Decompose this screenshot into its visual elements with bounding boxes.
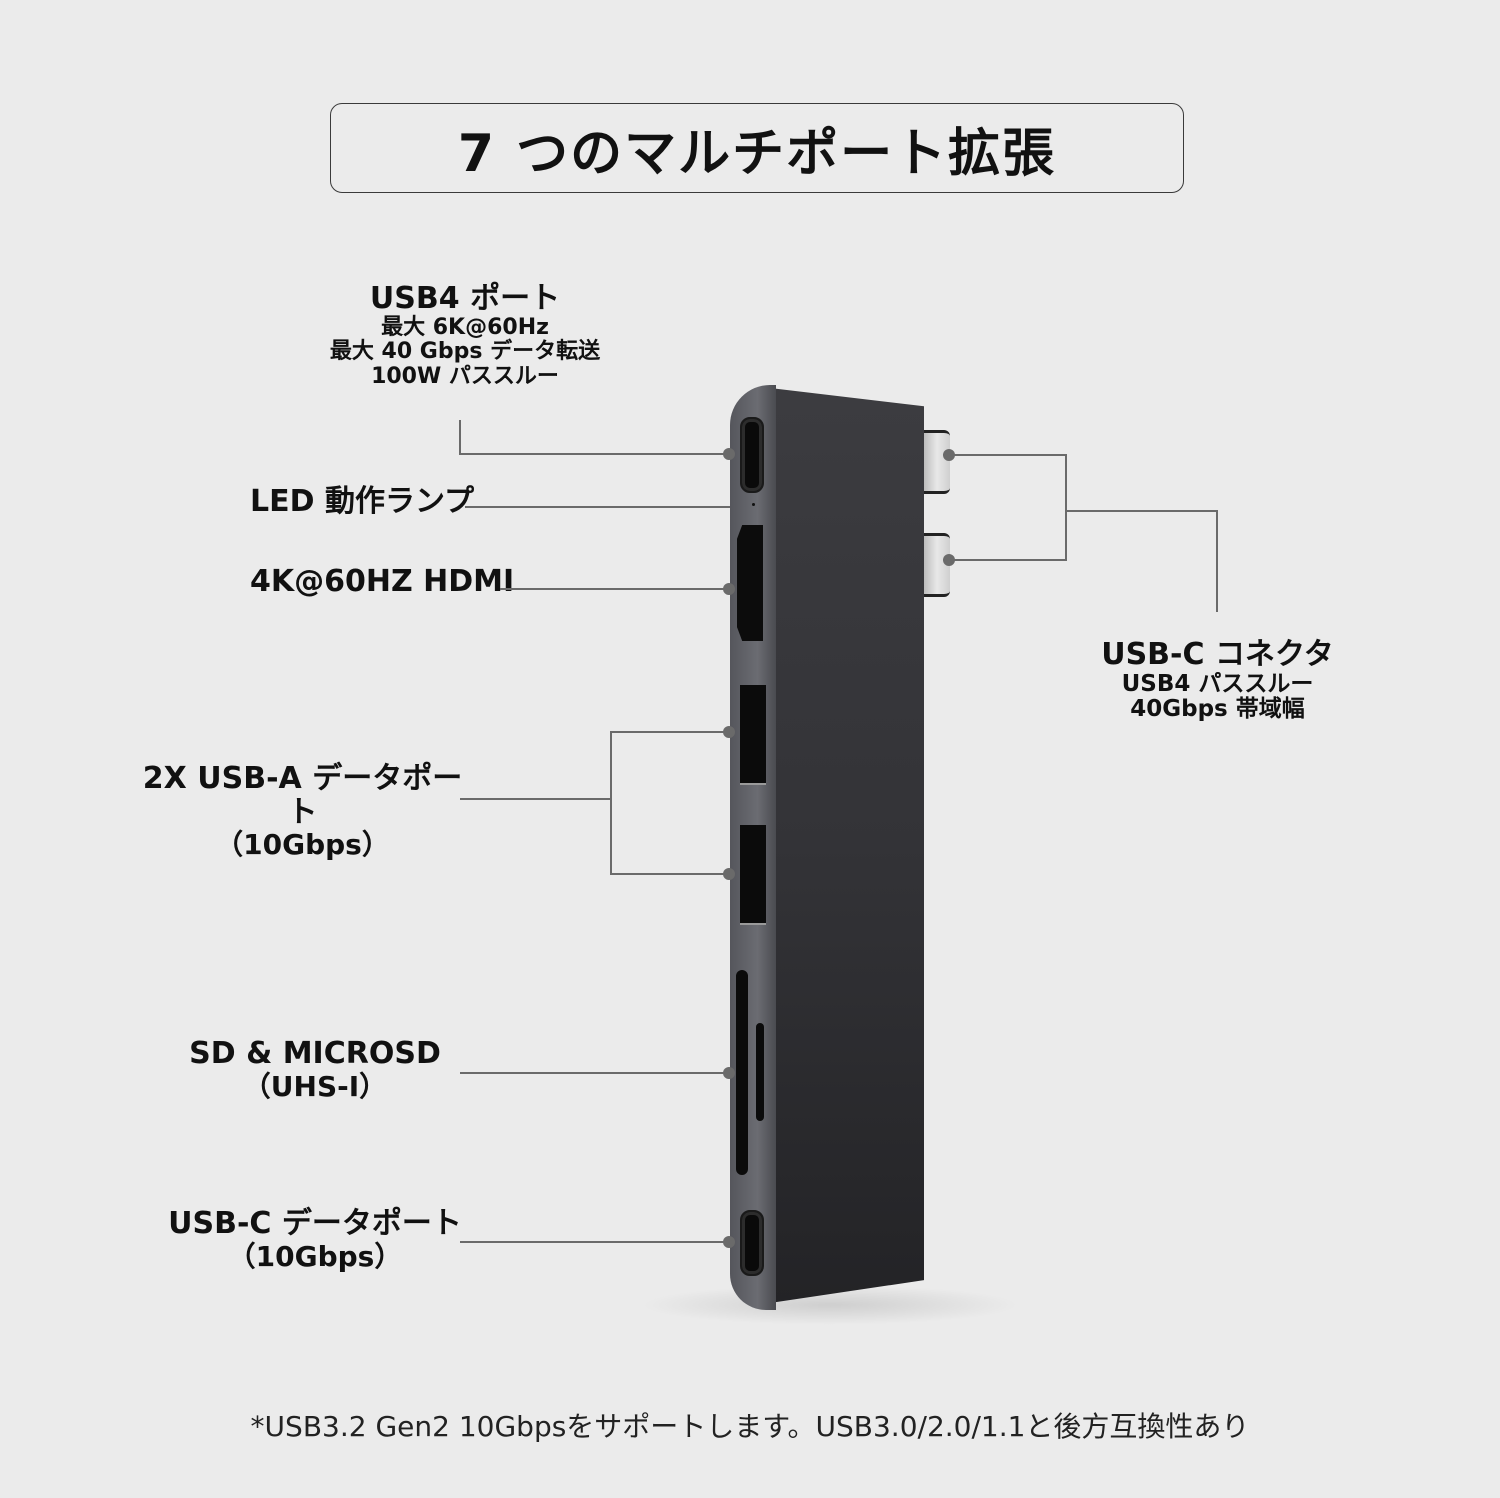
callout-dot bbox=[723, 448, 735, 460]
usb-c-connector-plug-1 bbox=[924, 430, 950, 494]
page-title: 7 つのマルチポート拡張 bbox=[457, 123, 1057, 184]
callout-hdmi-title: 4K@60HZ HDMI bbox=[250, 564, 515, 599]
device-face bbox=[770, 388, 924, 1303]
callout-usb4-port-title: USB4 ポート bbox=[369, 281, 561, 316]
callout-dot bbox=[723, 868, 735, 880]
device-port-side bbox=[730, 385, 776, 1310]
sd-slot-icon bbox=[736, 970, 748, 1175]
callout-dot bbox=[723, 583, 735, 595]
usb-c-data-port-icon bbox=[740, 1210, 764, 1276]
usb-a-port-2-icon bbox=[740, 825, 766, 925]
callout-usb-c-data: USB-C データポート （10Gbps） bbox=[165, 1207, 465, 1272]
callout-led-title: LED 動作ランプ bbox=[250, 484, 475, 519]
leader-line bbox=[950, 559, 1067, 561]
leader-line bbox=[1065, 454, 1067, 561]
callout-sd-title: SD & MICROSD bbox=[189, 1036, 441, 1071]
hdmi-port-icon bbox=[737, 525, 763, 641]
callout-dot bbox=[723, 1236, 735, 1248]
callout-usb-c-connector-line-1: USB4 パススルー bbox=[1121, 670, 1314, 697]
usb4-port-icon bbox=[740, 417, 764, 493]
callout-usb4-port-line-3: 100W パススルー bbox=[371, 363, 559, 389]
callout-usb-c-connector: USB-C コネクタ USB4 パススルー 40Gbps 帯域幅 bbox=[1090, 638, 1345, 723]
leader-line bbox=[460, 1241, 728, 1243]
leader-line bbox=[460, 798, 612, 800]
callout-dot bbox=[943, 449, 955, 461]
footnote: *USB3.2 Gen2 10Gbpsをサポートします。USB3.0/2.0/1… bbox=[250, 1410, 1250, 1443]
microsd-slot-icon bbox=[756, 1023, 764, 1121]
callout-hdmi: 4K@60HZ HDMI bbox=[250, 565, 514, 599]
usb-a-port-1-icon bbox=[740, 685, 766, 785]
callout-usb-c-data-title: USB-C データポート bbox=[168, 1206, 462, 1241]
callout-usb-a: 2X USB-A データポート （10Gbps） bbox=[130, 762, 475, 861]
leader-line bbox=[610, 731, 612, 875]
callout-dot bbox=[943, 554, 955, 566]
leader-line bbox=[1065, 510, 1218, 512]
callout-usb4-port: USB4 ポート 最大 6K@60Hz 最大 40 Gbps データ転送 100… bbox=[300, 282, 630, 389]
callout-sd: SD & MICROSD （UHS-I） bbox=[170, 1037, 460, 1102]
callout-usb4-port-line-2: 最大 40 Gbps データ転送 bbox=[329, 339, 601, 365]
callout-usb-a-title: 2X USB-A データポート bbox=[142, 761, 463, 830]
callout-sd-sub: （UHS-I） bbox=[242, 1069, 388, 1103]
led-indicator-icon bbox=[752, 503, 755, 506]
leader-line bbox=[1216, 510, 1218, 612]
title-box: 7 つのマルチポート拡張 bbox=[330, 103, 1184, 193]
callout-dot bbox=[723, 1067, 735, 1079]
leader-line bbox=[610, 731, 728, 733]
leader-line bbox=[950, 454, 1067, 456]
leader-line bbox=[465, 506, 730, 508]
leader-line bbox=[500, 588, 728, 590]
callout-dot bbox=[723, 726, 735, 738]
callout-usb-a-sub: （10Gbps） bbox=[215, 828, 390, 862]
callout-usb-c-data-sub: （10Gbps） bbox=[227, 1239, 403, 1273]
leader-line bbox=[610, 873, 728, 875]
usb-hub-device bbox=[730, 385, 950, 1310]
callout-usb-c-connector-title: USB-C コネクタ bbox=[1101, 637, 1334, 672]
callout-led: LED 動作ランプ bbox=[250, 485, 474, 519]
leader-line bbox=[459, 453, 729, 455]
leader-line bbox=[460, 1072, 728, 1074]
callout-usb4-port-line-1: 最大 6K@60Hz bbox=[381, 314, 549, 340]
leader-line bbox=[459, 420, 461, 455]
callout-usb-c-connector-line-2: 40Gbps 帯域幅 bbox=[1130, 696, 1305, 723]
